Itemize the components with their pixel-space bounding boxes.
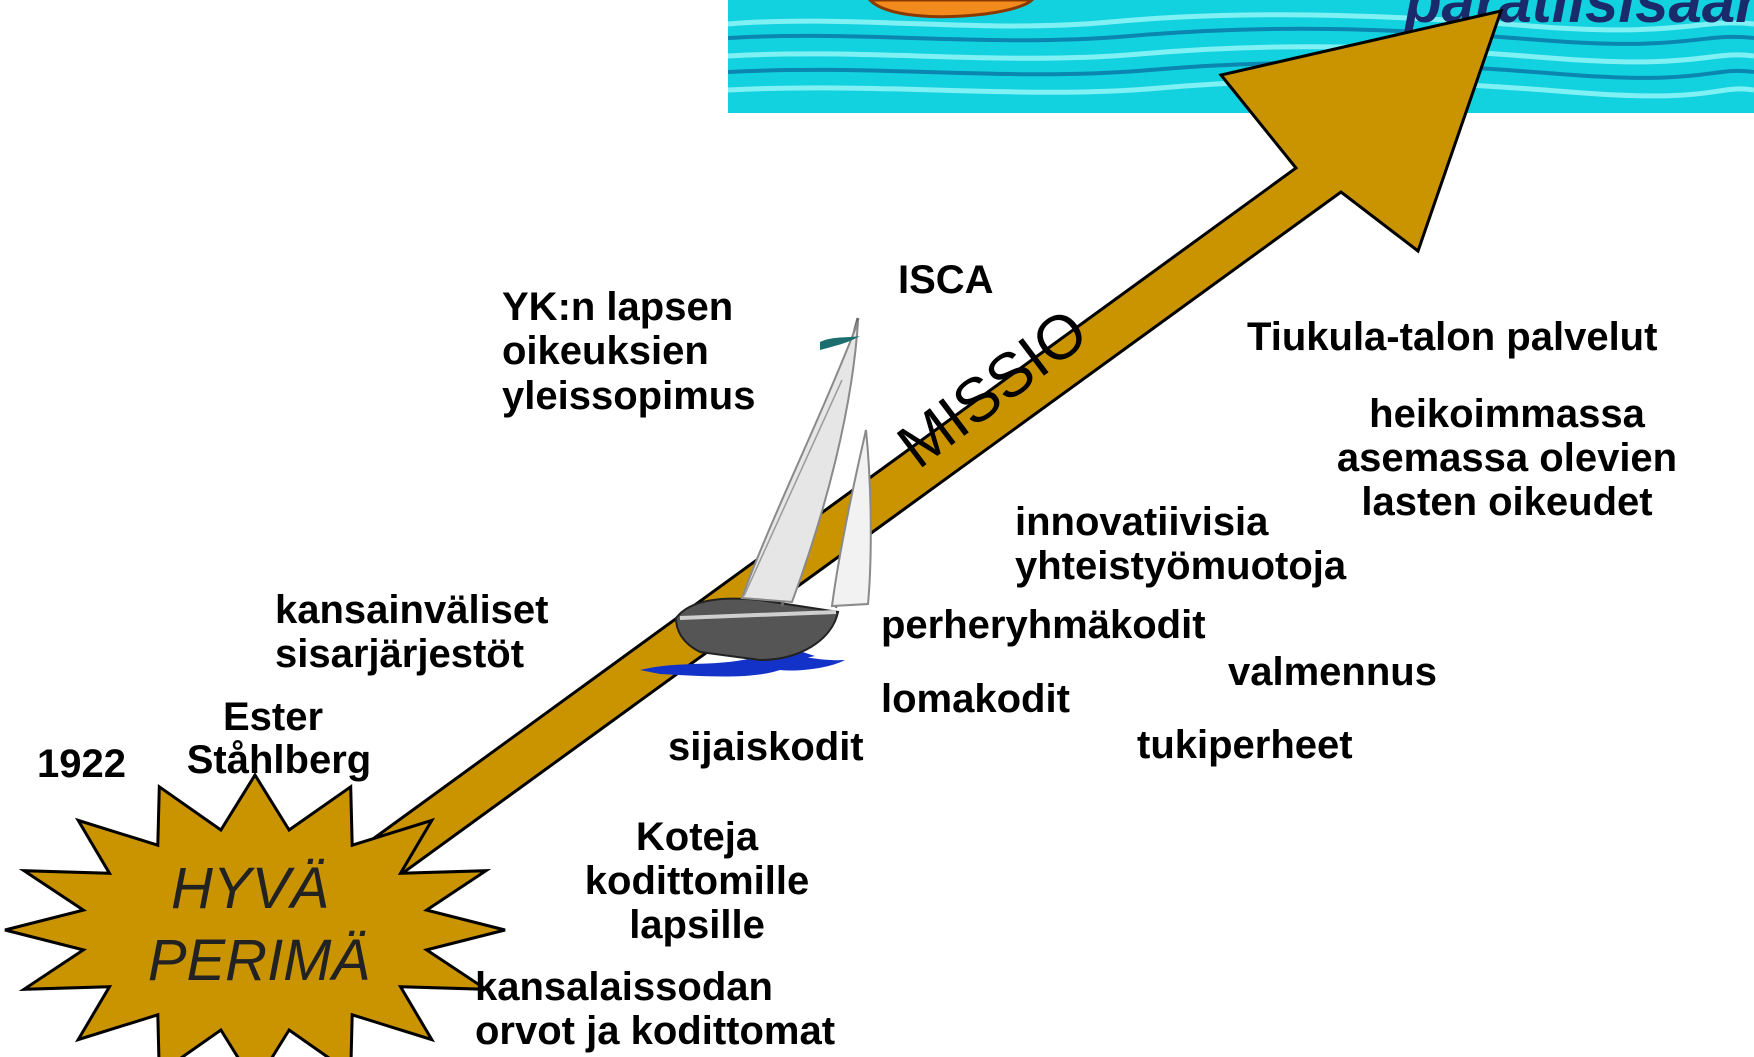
label-innovatiivisia-line2: yhteistyömuotoja xyxy=(1015,544,1347,588)
island-icon xyxy=(867,0,1035,19)
label-yk-line3: yleissopimus xyxy=(502,374,755,418)
label-lomakodit: lomakodit xyxy=(881,677,1070,721)
label-isca: ISCA xyxy=(898,258,994,302)
label-ester-line1: Ester xyxy=(223,695,323,739)
label-kansalais-line2: orvot ja kodittomat xyxy=(475,1009,835,1053)
label-heikoimmassa: heikoimmassa asemassa olevien lasten oik… xyxy=(1337,392,1677,524)
label-koteja-line3: lapsille xyxy=(629,903,765,947)
start-label-line2: PERIMÄ xyxy=(148,928,370,993)
label-sijaiskodit: sijaiskodit xyxy=(668,725,864,769)
missio-arrow xyxy=(330,8,1504,893)
label-valmennus: valmennus xyxy=(1228,650,1437,694)
label-koteja-line2: kodittomille xyxy=(585,859,809,903)
label-perheryhmakodit: perheryhmäkodit xyxy=(881,603,1206,647)
sailboat-icon xyxy=(640,317,872,677)
label-sisar-line2: sisarjärjestöt xyxy=(275,632,524,676)
label-koteja: Koteja kodittomille lapsille xyxy=(585,815,809,947)
label-heikoimmassa-line1: heikoimmassa xyxy=(1369,392,1645,436)
label-heikoimmassa-line3: lasten oikeudet xyxy=(1361,480,1652,524)
label-kansalais-line1: kansalaissodan xyxy=(475,965,773,1009)
label-yk: YK:n lapsen oikeuksien yleissopimus xyxy=(502,285,755,418)
label-yk-line1: YK:n lapsen xyxy=(502,285,733,329)
label-sisar-line1: kansainväliset xyxy=(275,588,549,632)
start-label-line1: HYVÄ xyxy=(171,856,329,921)
label-heikoimmassa-line2: asemassa olevien xyxy=(1337,436,1677,480)
label-kansalais: kansalaissodan orvot ja kodittomat xyxy=(475,965,835,1053)
label-year: 1922 xyxy=(37,742,126,786)
label-tukiperheet: tukiperheet xyxy=(1137,723,1353,767)
label-koteja-line1: Koteja xyxy=(636,815,759,859)
starburst-icon xyxy=(4,772,506,1057)
label-sisar: kansainväliset sisarjärjestöt xyxy=(275,588,549,676)
label-ester-line2: Ståhlberg xyxy=(187,738,371,782)
label-tiukula: Tiukula-talon palvelut xyxy=(1247,315,1657,359)
label-yk-line2: oikeuksien xyxy=(502,329,709,373)
label-innovatiivisia: innovatiivisia yhteistyömuotoja xyxy=(1015,500,1347,588)
label-innovatiivisia-line1: innovatiivisia xyxy=(1015,500,1269,544)
label-ester: Ester Ståhlberg xyxy=(187,695,371,782)
